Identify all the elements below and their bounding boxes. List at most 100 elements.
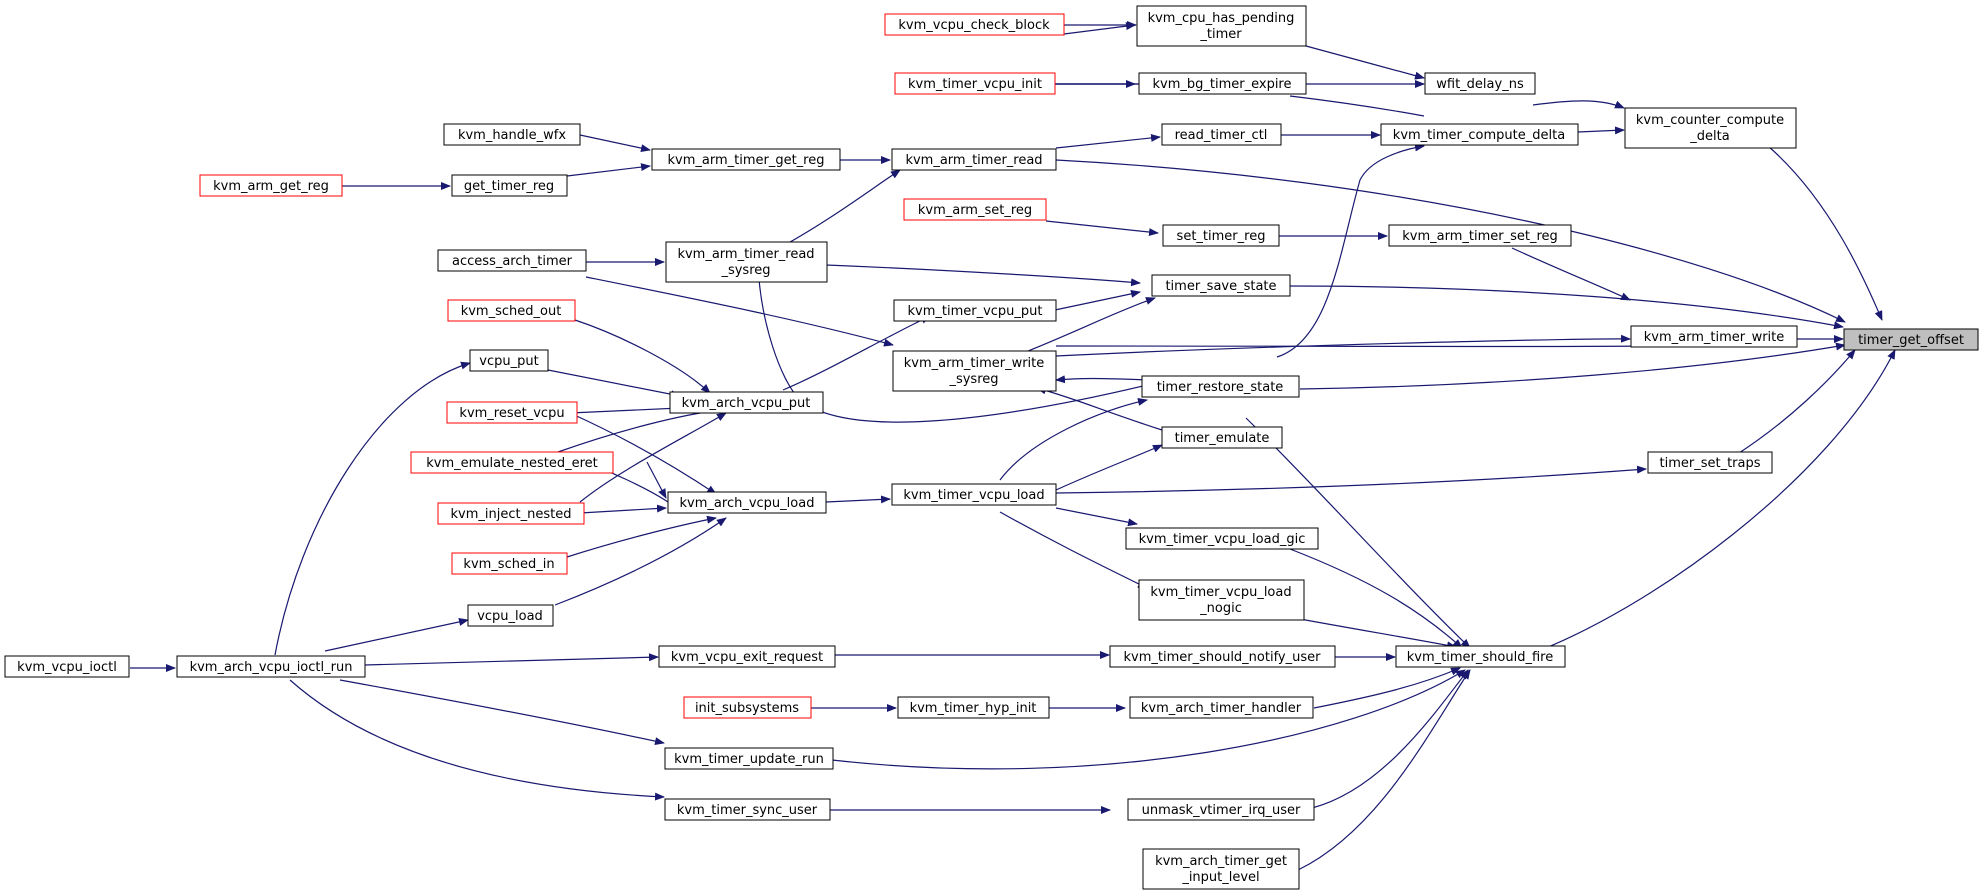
node-label: kvm_handle_wfx — [458, 128, 566, 143]
node-label: kvm_vcpu_check_block — [898, 18, 1050, 33]
node-label: set_timer_reg — [1177, 229, 1266, 244]
node-label: kvm_timer_should_fire — [1407, 650, 1553, 665]
node-kvm-timer-vcpu-put[interactable]: kvm_timer_vcpu_put — [893, 299, 1057, 322]
node-label: kvm_arm_set_reg — [918, 203, 1032, 218]
node-kvm-arch-vcpu-ioctl-run[interactable]: kvm_arch_vcpu_ioctl_run — [176, 655, 366, 678]
node-kvm-timer-sync-user[interactable]: kvm_timer_sync_user — [664, 798, 831, 821]
node-label: kvm_arch_vcpu_ioctl_run — [190, 660, 353, 675]
node-kvm-arm-timer-set-reg[interactable]: kvm_arm_timer_set_reg — [1388, 224, 1572, 247]
node-kvm-arch-timer-get-input-level[interactable]: kvm_arch_timer_get _input_level — [1142, 848, 1300, 890]
node-label: kvm_vcpu_ioctl — [17, 660, 117, 675]
node-label: timer_get_offset — [1858, 333, 1964, 348]
node-label: kvm_timer_compute_delta — [1393, 128, 1565, 143]
node-timer-restore-state[interactable]: timer_restore_state — [1141, 375, 1300, 398]
edge — [547, 369, 681, 399]
node-access-arch-timer[interactable]: access_arch_timer — [437, 249, 587, 272]
node-get-timer-reg[interactable]: get_timer_reg — [451, 174, 568, 197]
node-timer-save-state[interactable]: timer_save_state — [1151, 274, 1291, 297]
edge — [1313, 667, 1461, 709]
node-label: _nogic — [1199, 601, 1242, 616]
edge — [579, 412, 727, 503]
node-label: timer_restore_state — [1157, 380, 1284, 395]
node-kvm-counter-compute-delta[interactable]: kvm_counter_compute _delta — [1624, 107, 1797, 149]
node-label: kvm_arm_timer_write — [904, 356, 1045, 371]
node-label: timer_save_state — [1165, 279, 1276, 294]
node-timer-set-traps[interactable]: timer_set_traps — [1647, 451, 1773, 474]
node-kvm-arm-timer-get-reg[interactable]: kvm_arm_timer_get_reg — [651, 148, 841, 171]
node-kvm-timer-vcpu-load-nogic[interactable]: kvm_timer_vcpu_load _nogic — [1138, 579, 1305, 621]
node-init-subsystems[interactable]: init_subsystems — [683, 696, 812, 719]
node-kvm-timer-vcpu-init[interactable]: kvm_timer_vcpu_init — [894, 72, 1056, 95]
node-label: kvm_timer_vcpu_load — [1150, 585, 1291, 600]
node-label: kvm_emulate_nested_eret — [426, 456, 597, 471]
node-kvm-sched-in[interactable]: kvm_sched_in — [451, 552, 568, 575]
node-label: kvm_arm_timer_write — [1644, 330, 1785, 345]
node-label: timer_set_traps — [1659, 456, 1760, 471]
edge — [1289, 95, 1425, 117]
node-timer-get-offset[interactable]: timer_get_offset — [1843, 328, 1979, 351]
node-kvm-timer-vcpu-load-gic[interactable]: kvm_timer_vcpu_load_gic — [1125, 527, 1319, 550]
node-kvm-arm-timer-write-sysreg[interactable]: kvm_arm_timer_write _sysreg — [892, 350, 1057, 392]
node-label: wfit_delay_ns — [1436, 77, 1524, 92]
node-kvm-arm-timer-read[interactable]: kvm_arm_timer_read — [891, 148, 1057, 171]
node-kvm-vcpu-check-block[interactable]: kvm_vcpu_check_block — [884, 13, 1065, 36]
edge — [646, 461, 667, 499]
node-kvm-timer-hyp-init[interactable]: kvm_timer_hyp_init — [897, 696, 1050, 719]
node-kvm-arch-timer-handler[interactable]: kvm_arch_timer_handler — [1129, 696, 1314, 719]
node-timer-emulate[interactable]: timer_emulate — [1161, 426, 1283, 449]
node-kvm-vcpu-exit-request[interactable]: kvm_vcpu_exit_request — [658, 645, 836, 668]
node-kvm-reset-vcpu[interactable]: kvm_reset_vcpu — [446, 401, 578, 424]
edge — [999, 397, 1148, 481]
node-kvm-timer-vcpu-load[interactable]: kvm_timer_vcpu_load — [891, 483, 1057, 506]
node-label: init_subsystems — [695, 701, 799, 716]
node-kvm-arm-timer-write[interactable]: kvm_arm_timer_write — [1630, 325, 1798, 348]
node-label: vcpu_put — [479, 354, 538, 369]
node-label: vcpu_load — [477, 609, 543, 624]
edge — [1527, 349, 1896, 656]
edge — [569, 404, 681, 414]
node-kvm-timer-should-fire[interactable]: kvm_timer_should_fire — [1395, 645, 1566, 668]
node-kvm-arm-timer-read-sysreg[interactable]: kvm_arm_timer_read _sysreg — [665, 241, 828, 283]
edge — [782, 169, 901, 247]
node-set-timer-reg[interactable]: set_timer_reg — [1162, 224, 1280, 247]
edge — [825, 264, 1141, 287]
node-kvm-sched-out[interactable]: kvm_sched_out — [447, 299, 576, 322]
node-label: kvm_arm_timer_read — [677, 247, 814, 262]
node-label: kvm_timer_vcpu_load_gic — [1139, 532, 1306, 547]
edge — [1045, 220, 1159, 237]
node-vcpu-put[interactable]: vcpu_put — [469, 349, 549, 372]
node-kvm-arch-vcpu-put[interactable]: kvm_arch_vcpu_put — [669, 391, 824, 414]
edge — [579, 504, 667, 514]
node-kvm-cpu-has-pending-timer[interactable]: kvm_cpu_has_pending _timer — [1136, 5, 1307, 47]
node-kvm-inject-nested[interactable]: kvm_inject_nested — [437, 502, 585, 525]
edge — [1511, 247, 1631, 301]
node-kvm-timer-compute-delta[interactable]: kvm_timer_compute_delta — [1380, 123, 1579, 146]
node-label: _delta — [1689, 129, 1729, 144]
node-kvm-arm-set-reg[interactable]: kvm_arm_set_reg — [903, 198, 1047, 221]
edge — [364, 653, 659, 666]
node-vcpu-load[interactable]: vcpu_load — [467, 604, 554, 627]
node-label: get_timer_reg — [464, 179, 554, 194]
node-kvm-arm-get-reg[interactable]: kvm_arm_get_reg — [199, 174, 343, 197]
edge — [1767, 145, 1883, 321]
node-kvm-timer-update-run[interactable]: kvm_timer_update_run — [664, 747, 834, 770]
edge — [324, 617, 469, 652]
edge — [1055, 133, 1161, 149]
node-label: _input_level — [1181, 870, 1259, 885]
node-kvm-handle-wfx[interactable]: kvm_handle_wfx — [443, 123, 581, 146]
node-wfit-delay-ns[interactable]: wfit_delay_ns — [1424, 72, 1536, 95]
node-kvm-timer-should-notify-user[interactable]: kvm_timer_should_notify_user — [1109, 645, 1336, 668]
edge — [289, 679, 665, 801]
node-unmask-vtimer-irq-user[interactable]: unmask_vtimer_irq_user — [1127, 798, 1315, 821]
node-kvm-bg-timer-expire[interactable]: kvm_bg_timer_expire — [1138, 72, 1307, 95]
edge — [554, 517, 727, 606]
node-kvm-emulate-nested-eret[interactable]: kvm_emulate_nested_eret — [410, 451, 614, 474]
node-label: kvm_arm_timer_read — [905, 153, 1042, 168]
node-read-timer-ctl[interactable]: read_timer_ctl — [1161, 123, 1282, 146]
node-label: kvm_timer_vcpu_load — [903, 488, 1044, 503]
node-label: _sysreg — [948, 372, 998, 387]
node-kvm-vcpu-ioctl[interactable]: kvm_vcpu_ioctl — [4, 655, 130, 678]
edge — [1299, 618, 1457, 650]
node-kvm-arch-vcpu-load[interactable]: kvm_arch_vcpu_load — [667, 491, 827, 514]
